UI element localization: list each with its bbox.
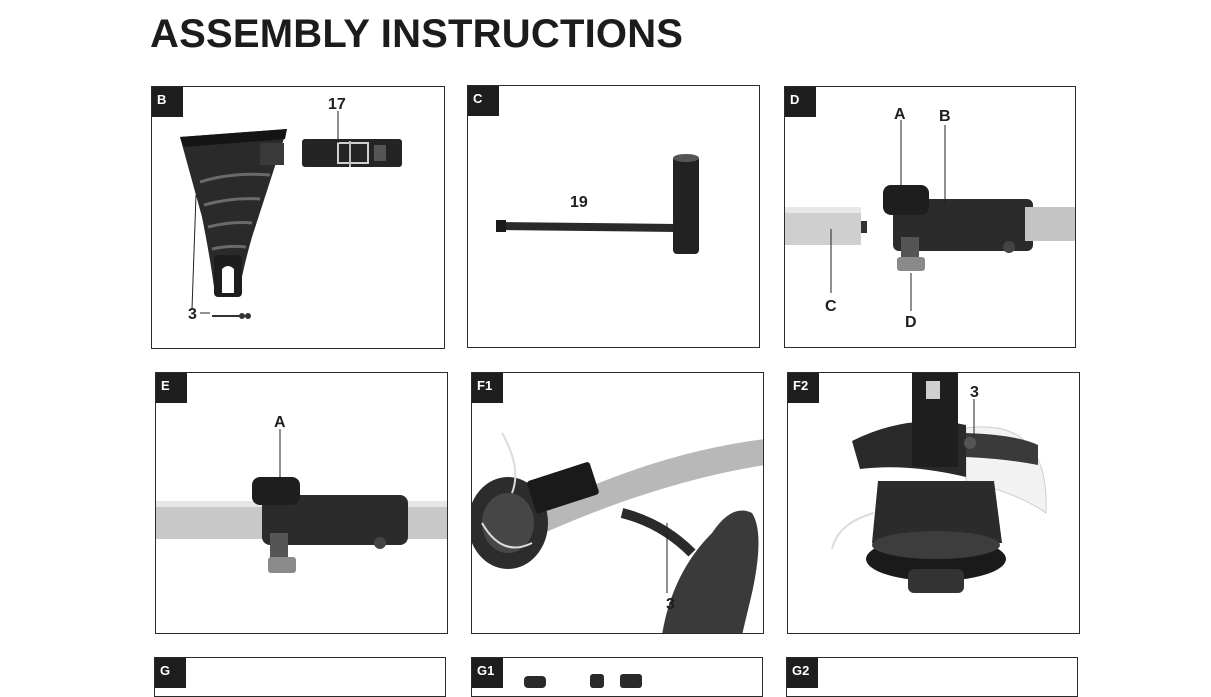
panel-tag-c: C — [468, 86, 499, 116]
page-title: ASSEMBLY INSTRUCTIONS — [150, 12, 684, 56]
panel-tag-g1: G1 — [472, 658, 503, 688]
panel-tag-g: G — [155, 658, 186, 688]
callout-d: D — [905, 314, 917, 331]
callout-3: 3 — [666, 596, 675, 613]
spool-head-illustration: 3 — [831, 373, 1047, 593]
panel-tag-g2: G2 — [787, 658, 818, 688]
callout-17: 17 — [328, 96, 346, 113]
callout-b: B — [939, 108, 951, 125]
guard-fitting-illustration: 3 — [472, 432, 763, 633]
g1-illustration — [524, 674, 642, 688]
shaft-coupling-illustration: A B C D — [785, 106, 1075, 331]
panel-tag-e: E — [156, 373, 187, 403]
panel-e: A E — [155, 372, 448, 634]
panel-tag-d: D — [785, 87, 816, 117]
callout-3: 3 — [970, 384, 979, 401]
panel-d: A B C D D — [784, 86, 1076, 348]
panel-tag-f2: F2 — [788, 373, 819, 403]
panel-g2: G2 — [786, 657, 1078, 697]
callout-a: A — [894, 106, 906, 123]
panel-tag-b: B — [152, 87, 183, 117]
callout-a: A — [274, 414, 286, 431]
callout-c: C — [825, 298, 837, 315]
panel-c: 19 C — [467, 85, 760, 348]
panel-b: 17 3 B — [151, 86, 445, 349]
guard-and-strap-illustration: 17 3 — [180, 96, 402, 323]
callout-19: 19 — [570, 194, 588, 211]
spanner-illustration: 19 — [496, 154, 699, 254]
panel-g1: G1 — [471, 657, 763, 697]
coupled-shaft-illustration: A — [156, 414, 447, 573]
panel-f1: 3 F1 — [471, 372, 764, 634]
panel-f2: 3 F2 — [787, 372, 1080, 634]
panel-tag-f1: F1 — [472, 373, 503, 403]
callout-3: 3 — [188, 306, 197, 323]
panel-g: G — [154, 657, 446, 697]
